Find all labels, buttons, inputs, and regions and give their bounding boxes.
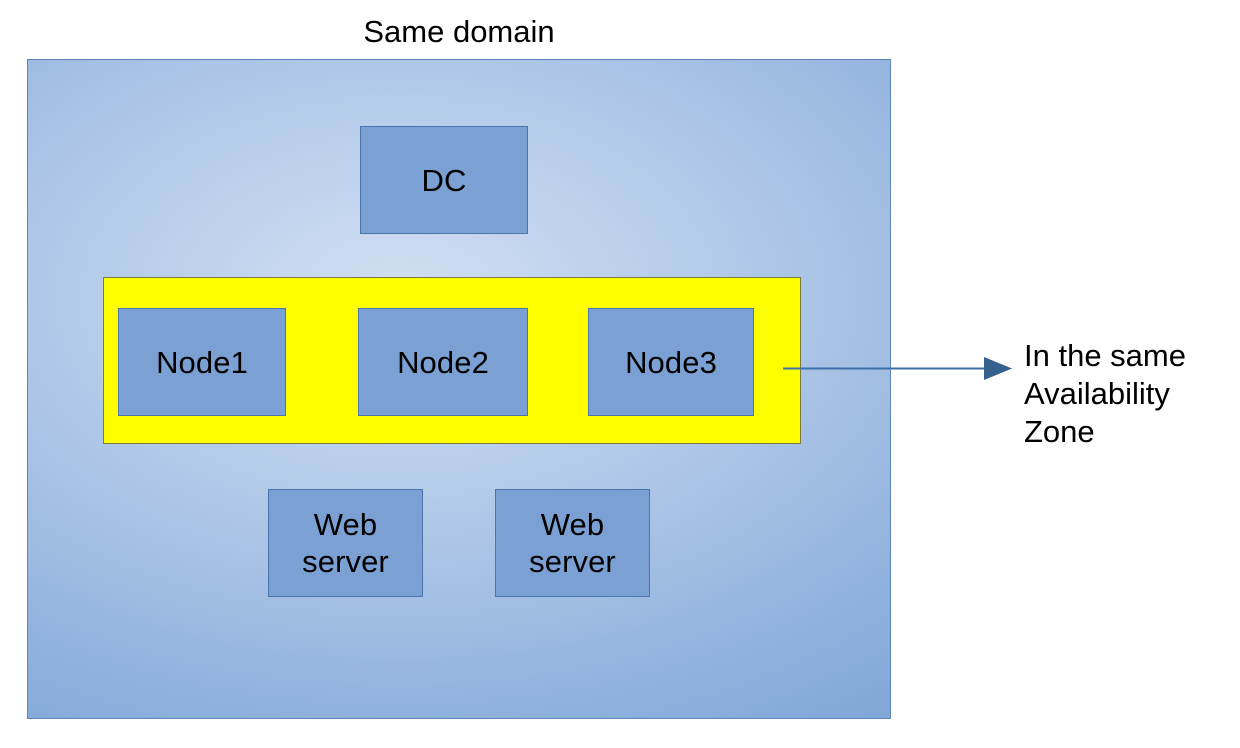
node-dc-label: DC <box>421 162 467 198</box>
annotation-arrow-icon <box>783 357 1012 380</box>
node-node2-label: Node2 <box>397 344 489 380</box>
node-node1-label: Node1 <box>156 344 248 380</box>
page-title: Same domain <box>363 14 555 49</box>
node-web-server-2-label: Web server <box>529 507 616 579</box>
node-node1[interactable]: Node1 <box>118 308 286 416</box>
node-dc[interactable]: DC <box>360 126 528 234</box>
node-node3-label: Node3 <box>625 344 717 380</box>
node-web-server-1-label: Web server <box>302 507 389 579</box>
node-web-server-1[interactable]: Web server <box>268 489 423 597</box>
node-web-server-2[interactable]: Web server <box>495 489 650 597</box>
annotation-label: In the same Availability Zone <box>1024 338 1186 449</box>
node-node2[interactable]: Node2 <box>358 308 528 416</box>
node-node3[interactable]: Node3 <box>588 308 754 416</box>
